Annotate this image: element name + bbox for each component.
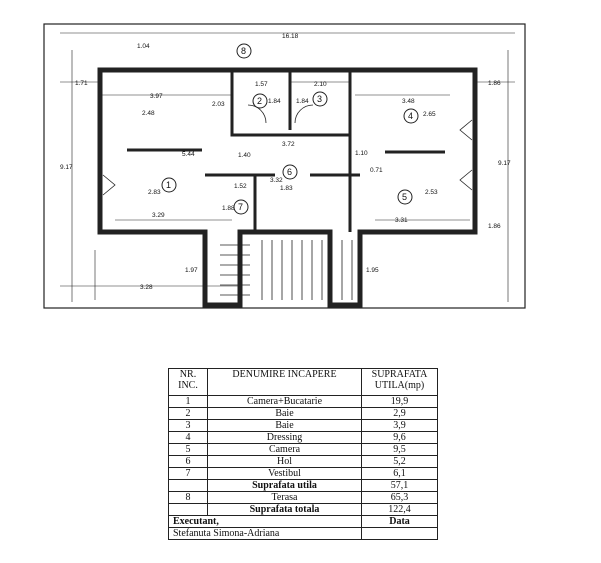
dim-r7-a: 1.52 <box>234 183 247 190</box>
dim-top-left: 1.04 <box>137 43 150 50</box>
rooms-table: NR. INC. DENUMIRE INCAPERE SUPRAFATA UTI… <box>168 368 438 540</box>
table-row: 7 Vestibul 6,1 <box>168 467 438 480</box>
dimension-labels: 16.18 1.04 1.71 1.86 1.57 2.10 3.97 3.48… <box>60 33 511 291</box>
dim-r6-b: 1.83 <box>280 185 293 192</box>
dim-r3-w: 2.10 <box>314 81 327 88</box>
dim-r2-h: 1.84 <box>268 98 281 105</box>
dim-r2-w: 1.57 <box>255 81 268 88</box>
dim-h3: 0.71 <box>370 167 383 174</box>
room-label-6: 6 <box>287 167 292 177</box>
util-row: Suprafata utila 57,1 <box>168 479 438 492</box>
table-row: 1 Camera+Bucatarie 19,9 <box>168 395 438 408</box>
room-label-5: 5 <box>402 192 407 202</box>
dim-r7-b: 1.88 <box>222 205 235 212</box>
dim-r1-s: 2.03 <box>212 101 225 108</box>
room-label-3: 3 <box>317 94 322 104</box>
exec-label: Executant, <box>168 515 362 528</box>
dim-bot-l: 3.28 <box>140 284 153 291</box>
room-label-2: 2 <box>257 96 262 106</box>
dim-r3-h: 1.84 <box>296 98 309 105</box>
dim-r4-w: 3.48 <box>402 98 415 105</box>
dim-bot-m: 1.97 <box>185 267 198 274</box>
terrace-row: 8 Terasa 65,3 <box>168 491 438 504</box>
dim-overall: 16.18 <box>282 33 299 40</box>
room-numbers: 8 2 3 4 6 1 5 7 <box>161 43 419 215</box>
table-row: 3 Baie 3,9 <box>168 419 438 432</box>
total-row: Suprafata totala 122,4 <box>168 503 438 516</box>
dim-r1-l: 5.44 <box>182 151 195 158</box>
room-label-7: 7 <box>238 202 243 212</box>
dim-r4-h: 2.65 <box>423 111 436 118</box>
dim-r1-b: 3.29 <box>152 212 165 219</box>
dim-r6-a: 3.32 <box>270 177 283 184</box>
header-name: DENUMIRE INCAPERE <box>207 368 362 396</box>
room-label-4: 4 <box>408 111 413 121</box>
room-label-1: 1 <box>166 180 171 190</box>
table-row: 5 Camera 9,5 <box>168 443 438 456</box>
floor-plan: 8 2 3 4 6 1 5 7 16.18 1.04 1.71 1.86 1.5… <box>43 23 526 309</box>
dim-side-right: 9.17 <box>498 160 511 167</box>
table-row: 2 Baie 2,9 <box>168 407 438 420</box>
dim-h1: 1.40 <box>238 152 251 159</box>
dim-r1-v: 2.83 <box>148 189 161 196</box>
room-label-8: 8 <box>241 46 246 56</box>
dim-r5-b: 3.31 <box>395 217 408 224</box>
dim-bot-r: 1.95 <box>366 267 379 274</box>
exec-name: Stefanuta Simona-Adriana <box>168 527 362 540</box>
dim-side-left: 9.17 <box>60 164 73 171</box>
date-label: Data <box>361 515 438 528</box>
dim-r5-h: 2.53 <box>425 189 438 196</box>
dim-r1-w: 3.97 <box>150 93 163 100</box>
dim-r1-h: 2.48 <box>142 110 155 117</box>
table-row: 6 Hol 5,2 <box>168 455 438 468</box>
dim-h2: 1.10 <box>355 150 368 157</box>
dim-side-right-2: 1.86 <box>488 223 501 230</box>
dim-left-ext: 1.71 <box>75 80 88 87</box>
table-header: NR. INC. DENUMIRE INCAPERE SUPRAFATA UTI… <box>168 368 438 396</box>
dim-hall: 3.72 <box>282 141 295 148</box>
table-row: 4 Dressing 9,6 <box>168 431 438 444</box>
dim-right-ext: 1.86 <box>488 80 501 87</box>
exec-name-row: Stefanuta Simona-Adriana <box>168 527 438 540</box>
header-area: SUPRAFATA UTILA(mp) <box>361 368 438 396</box>
header-nr: NR. INC. <box>168 368 208 396</box>
exec-row: Executant, Data <box>168 515 438 528</box>
